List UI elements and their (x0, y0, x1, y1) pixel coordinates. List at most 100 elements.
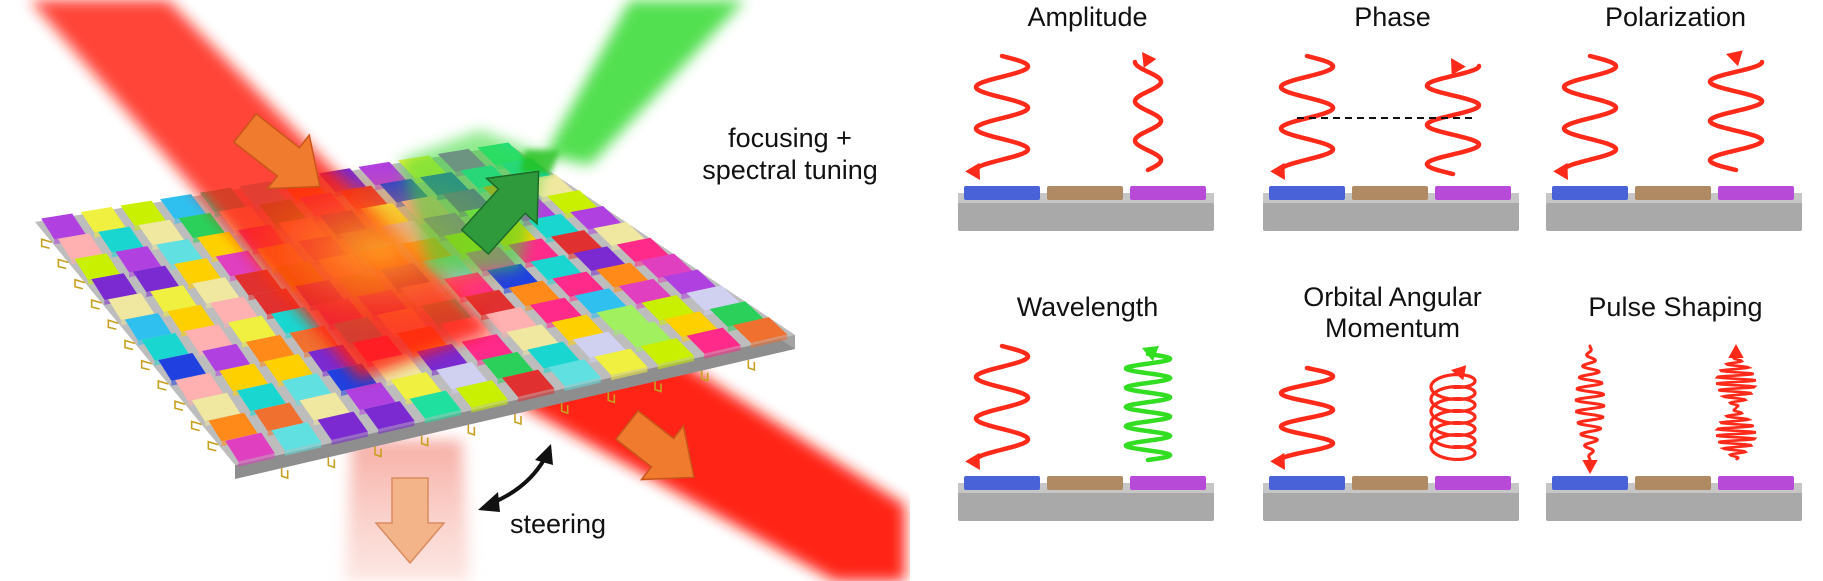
pixel-tile (593, 221, 646, 246)
pixel-tile (618, 321, 672, 348)
pixel-brown (1352, 186, 1428, 200)
connector-pin (190, 420, 202, 432)
pixel-brown (1635, 186, 1711, 200)
panel-diagram (1263, 53, 1519, 231)
pixel-tile (263, 354, 313, 382)
pixel-tile-side (517, 388, 555, 402)
pixel-tile (485, 307, 537, 334)
pixel-tile (208, 412, 258, 442)
panel-title-line: Pulse Shaping (1588, 292, 1763, 322)
pixel-tile-side (564, 377, 601, 392)
incident-wave (1278, 365, 1336, 463)
transmitted-arrow (374, 477, 446, 565)
connector-pin (90, 298, 102, 310)
pixel-tile (594, 348, 648, 376)
pixel-tile (461, 334, 513, 361)
focusing-label-line2: spectral tuning (702, 155, 878, 185)
pixel-tile (436, 362, 488, 390)
connector-pin (747, 359, 756, 371)
focusing-label-line1: focusing + (728, 123, 852, 153)
pixel-tile (271, 422, 322, 451)
pixel-tile (210, 296, 258, 324)
connector-pin (560, 403, 569, 415)
incident-wave (973, 53, 1031, 173)
pixel-tile (528, 213, 579, 238)
pixel-tile (570, 205, 622, 230)
pixel-tile (616, 237, 669, 263)
pixel-tile-side (284, 442, 322, 456)
pixel-tile-side (704, 345, 741, 359)
wave-arrowhead (965, 162, 980, 180)
metasurface-illustration (30, 0, 905, 581)
panel-title: Wavelength (940, 292, 1235, 323)
pixel-purple (1435, 186, 1511, 200)
pixel-tile (639, 253, 693, 279)
panel-diagram (1546, 50, 1802, 231)
pixel-tile (390, 372, 442, 400)
connector-pin (514, 414, 522, 426)
pixel-tile (550, 230, 603, 255)
connector-pin (607, 392, 616, 404)
connector-pin (124, 339, 136, 351)
pixel-tile-side (331, 431, 368, 445)
pixel-blue (964, 476, 1040, 490)
wave-arrowhead (1553, 162, 1568, 180)
pixel-tile (98, 226, 144, 253)
pixel-tile (245, 334, 295, 363)
pixel-tile (167, 304, 215, 332)
pixel-tile (596, 304, 650, 331)
pixel-tile (175, 372, 224, 401)
connector-pin (467, 424, 476, 436)
reflected-wave (1123, 351, 1173, 463)
pixel-blue (1269, 186, 1345, 200)
panel-title-line: Orbital Angular (1303, 282, 1482, 312)
green-focusing-beam (400, 0, 745, 270)
pixel-tile (530, 255, 582, 280)
panel-title: Phase (1245, 2, 1540, 33)
pixel-tile (160, 194, 206, 220)
focused-output-arrow (460, 170, 540, 256)
pixel-tile (572, 331, 626, 358)
pixel-tile (141, 333, 189, 361)
reflected-wave (1429, 372, 1477, 462)
pixel-tile (191, 392, 241, 422)
pixel-tile (686, 285, 740, 311)
panel-title-line: Momentum (1324, 313, 1461, 343)
pixel-tile (345, 382, 396, 411)
pixel-tile (138, 219, 185, 246)
pixel-tile (502, 369, 555, 397)
incident-arrow (232, 112, 321, 190)
pixel-tile (124, 313, 172, 341)
pixel-purple (1130, 476, 1206, 490)
pixel-brown (1635, 476, 1711, 490)
connector-pin (700, 370, 709, 382)
pixel-tile (74, 253, 120, 280)
panel-title: Polarization (1528, 2, 1823, 33)
connector-pin (374, 446, 382, 458)
reflected-wave (1707, 59, 1765, 173)
pixel-tile (551, 314, 604, 341)
pixel-tile (663, 269, 717, 295)
incident-wave (1561, 53, 1619, 173)
panel-diagram (958, 343, 1214, 521)
pixel-purple (1130, 186, 1206, 200)
panel-wavelength: Wavelength (940, 290, 1235, 580)
pixel-tile (709, 301, 764, 327)
panel-pulse-shaping: Pulse Shaping (1528, 290, 1823, 580)
wave-arrowhead (965, 452, 980, 470)
pixel-tile (120, 200, 166, 226)
wave-arrowhead (1451, 58, 1466, 76)
pixel-tile (156, 238, 203, 265)
pixel-tile (219, 363, 268, 392)
pixel-tile-side (471, 399, 508, 413)
panel-amplitude: Amplitude (940, 0, 1235, 290)
pixel-tile (686, 327, 741, 354)
pixel-tile (363, 401, 415, 430)
connector-pin (174, 400, 186, 412)
pixel-tile (664, 311, 718, 338)
pixel-tile (506, 324, 559, 351)
pixel-tile (184, 324, 233, 352)
pixel-blue (1269, 476, 1345, 490)
pixel-tile (618, 278, 672, 305)
panel-phase: Phase (1245, 0, 1540, 290)
